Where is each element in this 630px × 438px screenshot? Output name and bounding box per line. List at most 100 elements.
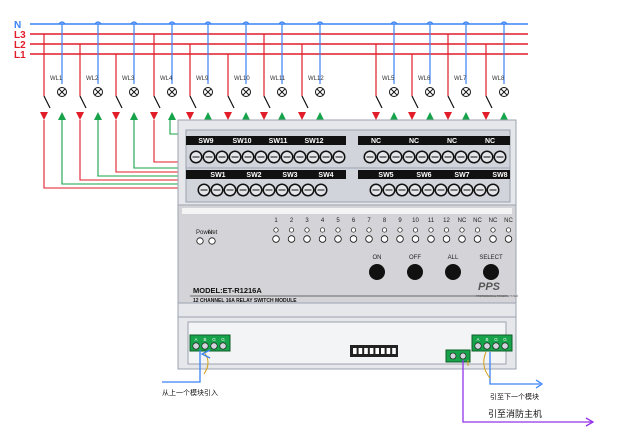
terminal-screw[interactable]	[301, 183, 315, 197]
terminal-screw[interactable]	[267, 150, 281, 164]
lamp-icon	[203, 87, 213, 97]
terminal-screw[interactable]	[332, 150, 346, 164]
comm-terminal-label: G	[212, 337, 216, 342]
fire-terminal-screw[interactable]	[459, 352, 467, 360]
terminal-screw[interactable]	[262, 183, 276, 197]
status-label: Net	[208, 230, 218, 236]
terminal-screw[interactable]	[236, 183, 250, 197]
terminal-screw[interactable]	[402, 150, 416, 164]
panel-button-on[interactable]	[369, 264, 385, 280]
terminal-screw[interactable]	[223, 183, 237, 197]
dip-switch-position[interactable]	[375, 348, 379, 354]
terminal-screw[interactable]	[447, 183, 461, 197]
terminal-screw[interactable]	[275, 183, 289, 197]
terminal-screw[interactable]	[280, 150, 294, 164]
terminal-screw[interactable]	[254, 150, 268, 164]
terminal-screw[interactable]	[314, 183, 328, 197]
comm-terminal-screw[interactable]	[492, 342, 500, 350]
terminal-screw[interactable]	[389, 150, 403, 164]
comm-terminal-screw[interactable]	[201, 342, 209, 350]
terminal-screw[interactable]	[215, 150, 229, 164]
from-prev-module-label: 从上一个模块引入	[162, 388, 218, 397]
channel-led-small	[443, 227, 450, 233]
channel-label: 8	[383, 218, 387, 224]
terminal-screw[interactable]	[293, 150, 307, 164]
terminal-screw[interactable]	[421, 183, 435, 197]
lamp-icon	[167, 87, 177, 97]
terminal-screw[interactable]	[319, 150, 333, 164]
terminal-screw[interactable]	[382, 183, 396, 197]
terminal-screw[interactable]	[395, 183, 409, 197]
dip-switch[interactable]	[350, 345, 398, 357]
switch-contact	[447, 95, 455, 109]
terminal-label-top-left-4: SW12	[304, 138, 323, 145]
terminal-screw[interactable]	[189, 150, 203, 164]
channel-label: 3	[305, 218, 309, 224]
terminal-screw[interactable]	[202, 150, 216, 164]
terminal-screw[interactable]	[460, 183, 474, 197]
terminal-screw[interactable]	[454, 150, 468, 164]
comm-terminal-screw[interactable]	[219, 342, 227, 350]
comm-terminal-screw[interactable]	[501, 342, 509, 350]
status-label: Power	[196, 230, 213, 236]
terminal-screw[interactable]	[480, 150, 494, 164]
terminal-label-top-left-2: SW10	[232, 138, 251, 145]
terminal-screw[interactable]	[415, 150, 429, 164]
channel-led	[365, 235, 373, 243]
switch-contact	[375, 95, 383, 109]
panel-button-select[interactable]	[483, 264, 499, 280]
terminal-screw[interactable]	[376, 150, 390, 164]
channel-label: 6	[352, 218, 356, 224]
dip-switch-position[interactable]	[369, 348, 374, 354]
green-up-arrow-icon	[316, 112, 324, 120]
terminal-screw[interactable]	[197, 183, 211, 197]
lamp-icon	[315, 87, 325, 97]
terminal-screw[interactable]	[408, 183, 422, 197]
terminal-screw[interactable]	[434, 183, 448, 197]
terminal-screw[interactable]	[210, 183, 224, 197]
terminal-screw[interactable]	[493, 150, 507, 164]
dip-switch-position[interactable]	[353, 348, 357, 354]
switch-contact	[301, 95, 309, 109]
red-down-arrow-icon	[40, 112, 48, 120]
dip-switch-position[interactable]	[381, 348, 385, 354]
comm-terminal-screw[interactable]	[483, 342, 491, 350]
dip-switch-position[interactable]	[392, 348, 396, 354]
terminal-screw[interactable]	[369, 183, 383, 197]
channel-led	[458, 235, 466, 243]
circuit-label: WL11	[270, 76, 286, 82]
panel-button-label: SELECT	[479, 255, 503, 261]
circuit-wl9: WL9	[186, 21, 213, 120]
fire-terminal-screw[interactable]	[449, 352, 457, 360]
panel-button-all[interactable]	[445, 264, 461, 280]
comm-terminal-screw[interactable]	[192, 342, 200, 350]
dip-switch-position[interactable]	[386, 348, 391, 354]
dip-switch-position[interactable]	[358, 348, 363, 354]
terminal-screw[interactable]	[306, 150, 320, 164]
switch-contact	[411, 95, 419, 109]
terminal-label-top-right-4: NC	[485, 138, 495, 145]
switch-contact	[227, 95, 235, 109]
panel-button-label: ON	[373, 255, 382, 261]
comm-terminal-screw[interactable]	[474, 342, 482, 350]
circuit-wl2: WL2	[76, 21, 103, 120]
terminal-screw[interactable]	[473, 183, 487, 197]
terminal-screw[interactable]	[486, 183, 500, 197]
circuit-wl6: WL6	[408, 21, 435, 120]
circuit-label: WL6	[418, 76, 431, 82]
terminal-screw[interactable]	[467, 150, 481, 164]
terminal-screw[interactable]	[249, 183, 263, 197]
panel-button-off[interactable]	[407, 264, 423, 280]
channel-led-small	[505, 227, 512, 233]
dip-switch-position[interactable]	[364, 348, 368, 354]
terminal-screw[interactable]	[441, 150, 455, 164]
comm-terminal-screw[interactable]	[210, 342, 218, 350]
panel-button-label: OFF	[409, 255, 421, 261]
terminal-screw[interactable]	[428, 150, 442, 164]
channel-label: 7	[367, 218, 371, 224]
terminal-screw[interactable]	[363, 150, 377, 164]
terminal-screw[interactable]	[288, 183, 302, 197]
terminal-screw[interactable]	[241, 150, 255, 164]
terminal-screw[interactable]	[228, 150, 242, 164]
